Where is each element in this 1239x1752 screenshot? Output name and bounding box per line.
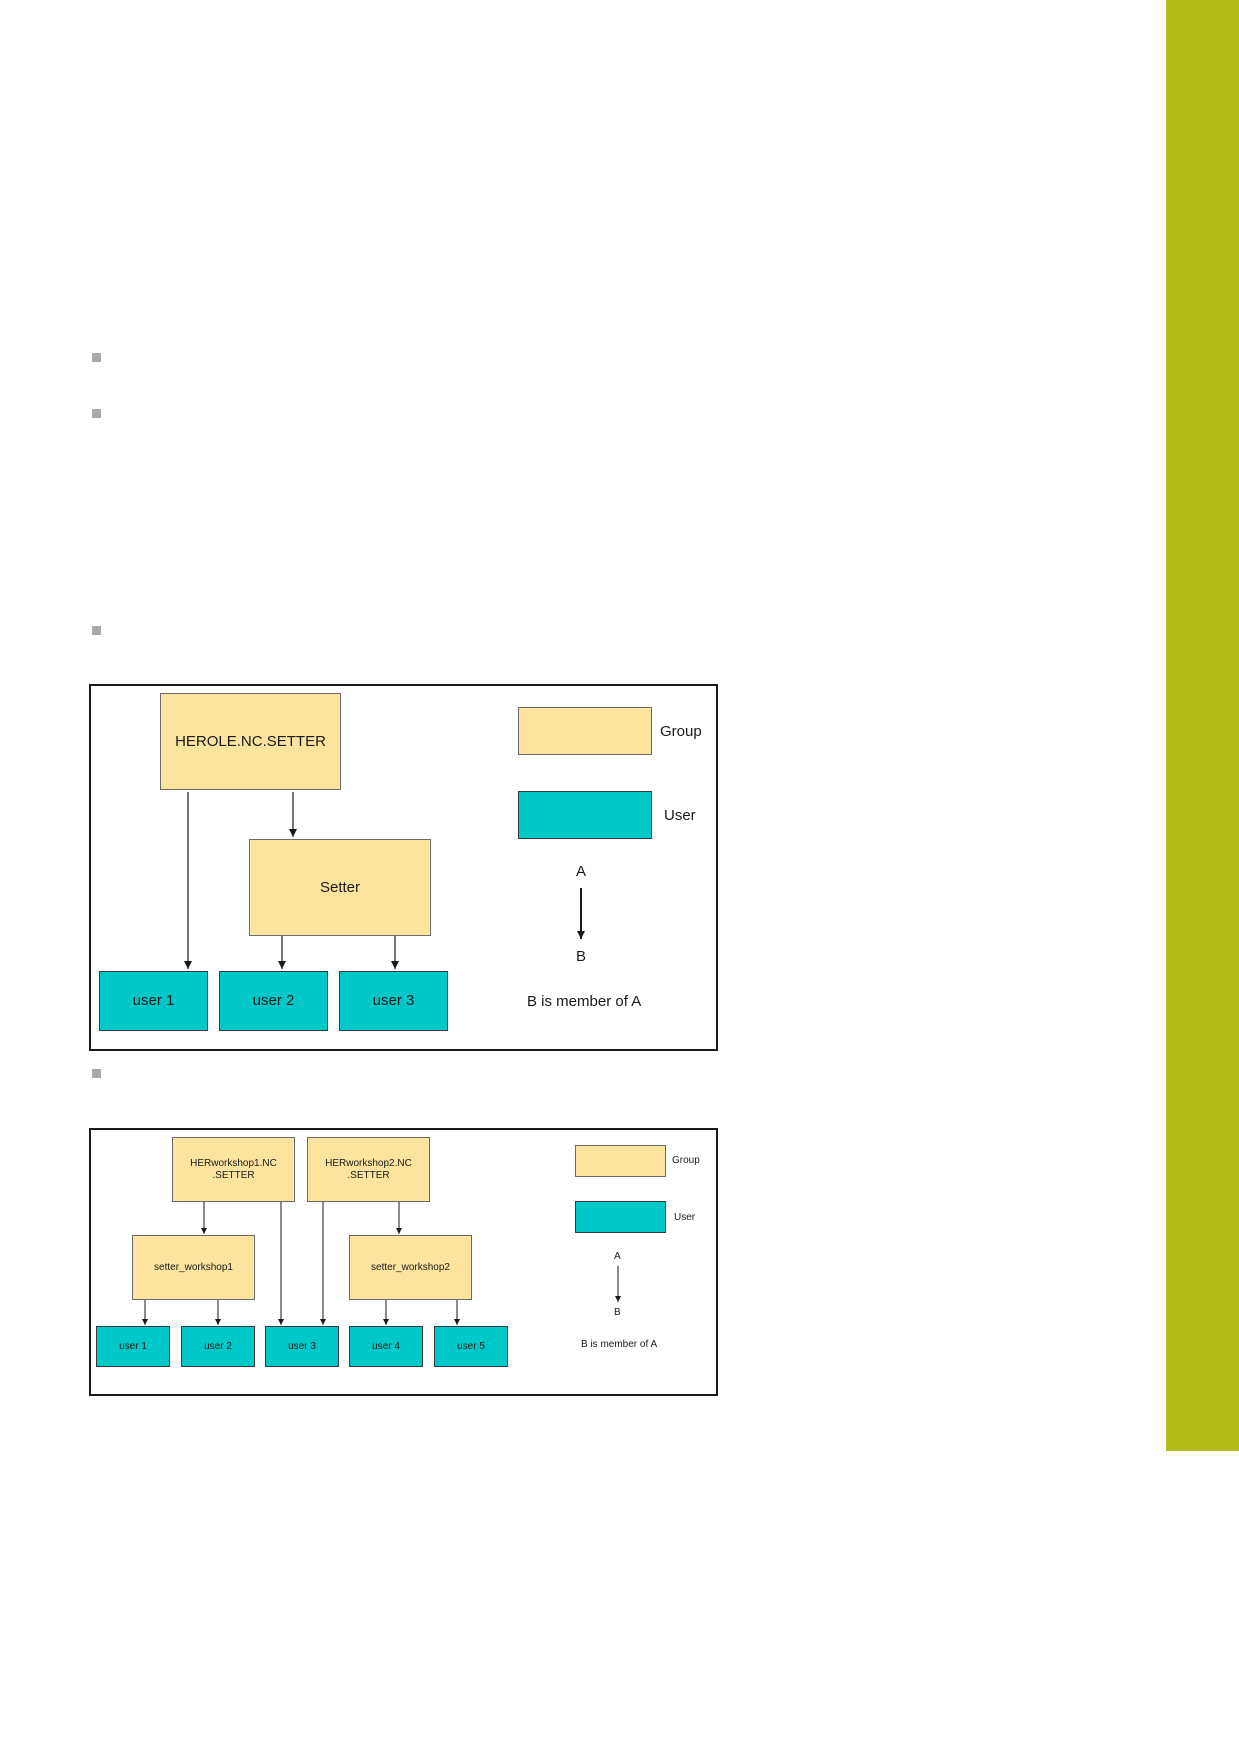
user-node: user 2 — [219, 971, 328, 1031]
bullet-marker — [92, 353, 101, 362]
legend-group-swatch — [575, 1145, 666, 1177]
legend-caption: B is member of A — [527, 993, 642, 1010]
group-node-workshop1: HERworkshop1.NC .SETTER — [172, 1137, 295, 1202]
legend-group-label: Group — [672, 1155, 700, 1166]
diagram-2-connectors — [142, 1202, 621, 1325]
diagram-1-connectors — [184, 792, 585, 969]
role-hierarchy-diagram-1: HEROLE.NC.SETTER Setter user 1 user 2 us… — [89, 684, 718, 1051]
legend-user-swatch — [575, 1201, 666, 1233]
user-node: user 1 — [96, 1326, 170, 1367]
group-node-setter-workshop1: setter_workshop1 — [132, 1235, 255, 1300]
user-node: user 4 — [349, 1326, 423, 1367]
bullet-marker — [92, 409, 101, 418]
legend-b-label: B — [614, 1307, 621, 1318]
legend-user-label: User — [664, 807, 696, 824]
legend-group-swatch — [518, 707, 652, 755]
group-node-setter-workshop2: setter_workshop2 — [349, 1235, 472, 1300]
legend-a-label: A — [576, 863, 587, 880]
legend-group-label: Group — [660, 723, 702, 740]
legend-caption: B is member of A — [581, 1339, 658, 1350]
user-node: user 1 — [99, 971, 208, 1031]
chapter-side-tab — [1166, 0, 1239, 1451]
user-node: user 3 — [265, 1326, 339, 1367]
group-node-setter: Setter — [249, 839, 431, 936]
legend-b-label: B — [576, 948, 587, 965]
user-node: user 2 — [181, 1326, 255, 1367]
bullet-marker — [92, 1069, 101, 1078]
bullet-marker — [92, 626, 101, 635]
role-hierarchy-diagram-2: HERworkshop1.NC .SETTER HERworkshop2.NC … — [89, 1128, 718, 1396]
user-node: user 5 — [434, 1326, 508, 1367]
legend-user-swatch — [518, 791, 652, 839]
group-node-root: HEROLE.NC.SETTER — [160, 693, 341, 790]
group-node-workshop2: HERworkshop2.NC .SETTER — [307, 1137, 430, 1202]
user-node: user 3 — [339, 971, 448, 1031]
legend-a-label: A — [614, 1251, 621, 1262]
legend-user-label: User — [674, 1212, 696, 1223]
